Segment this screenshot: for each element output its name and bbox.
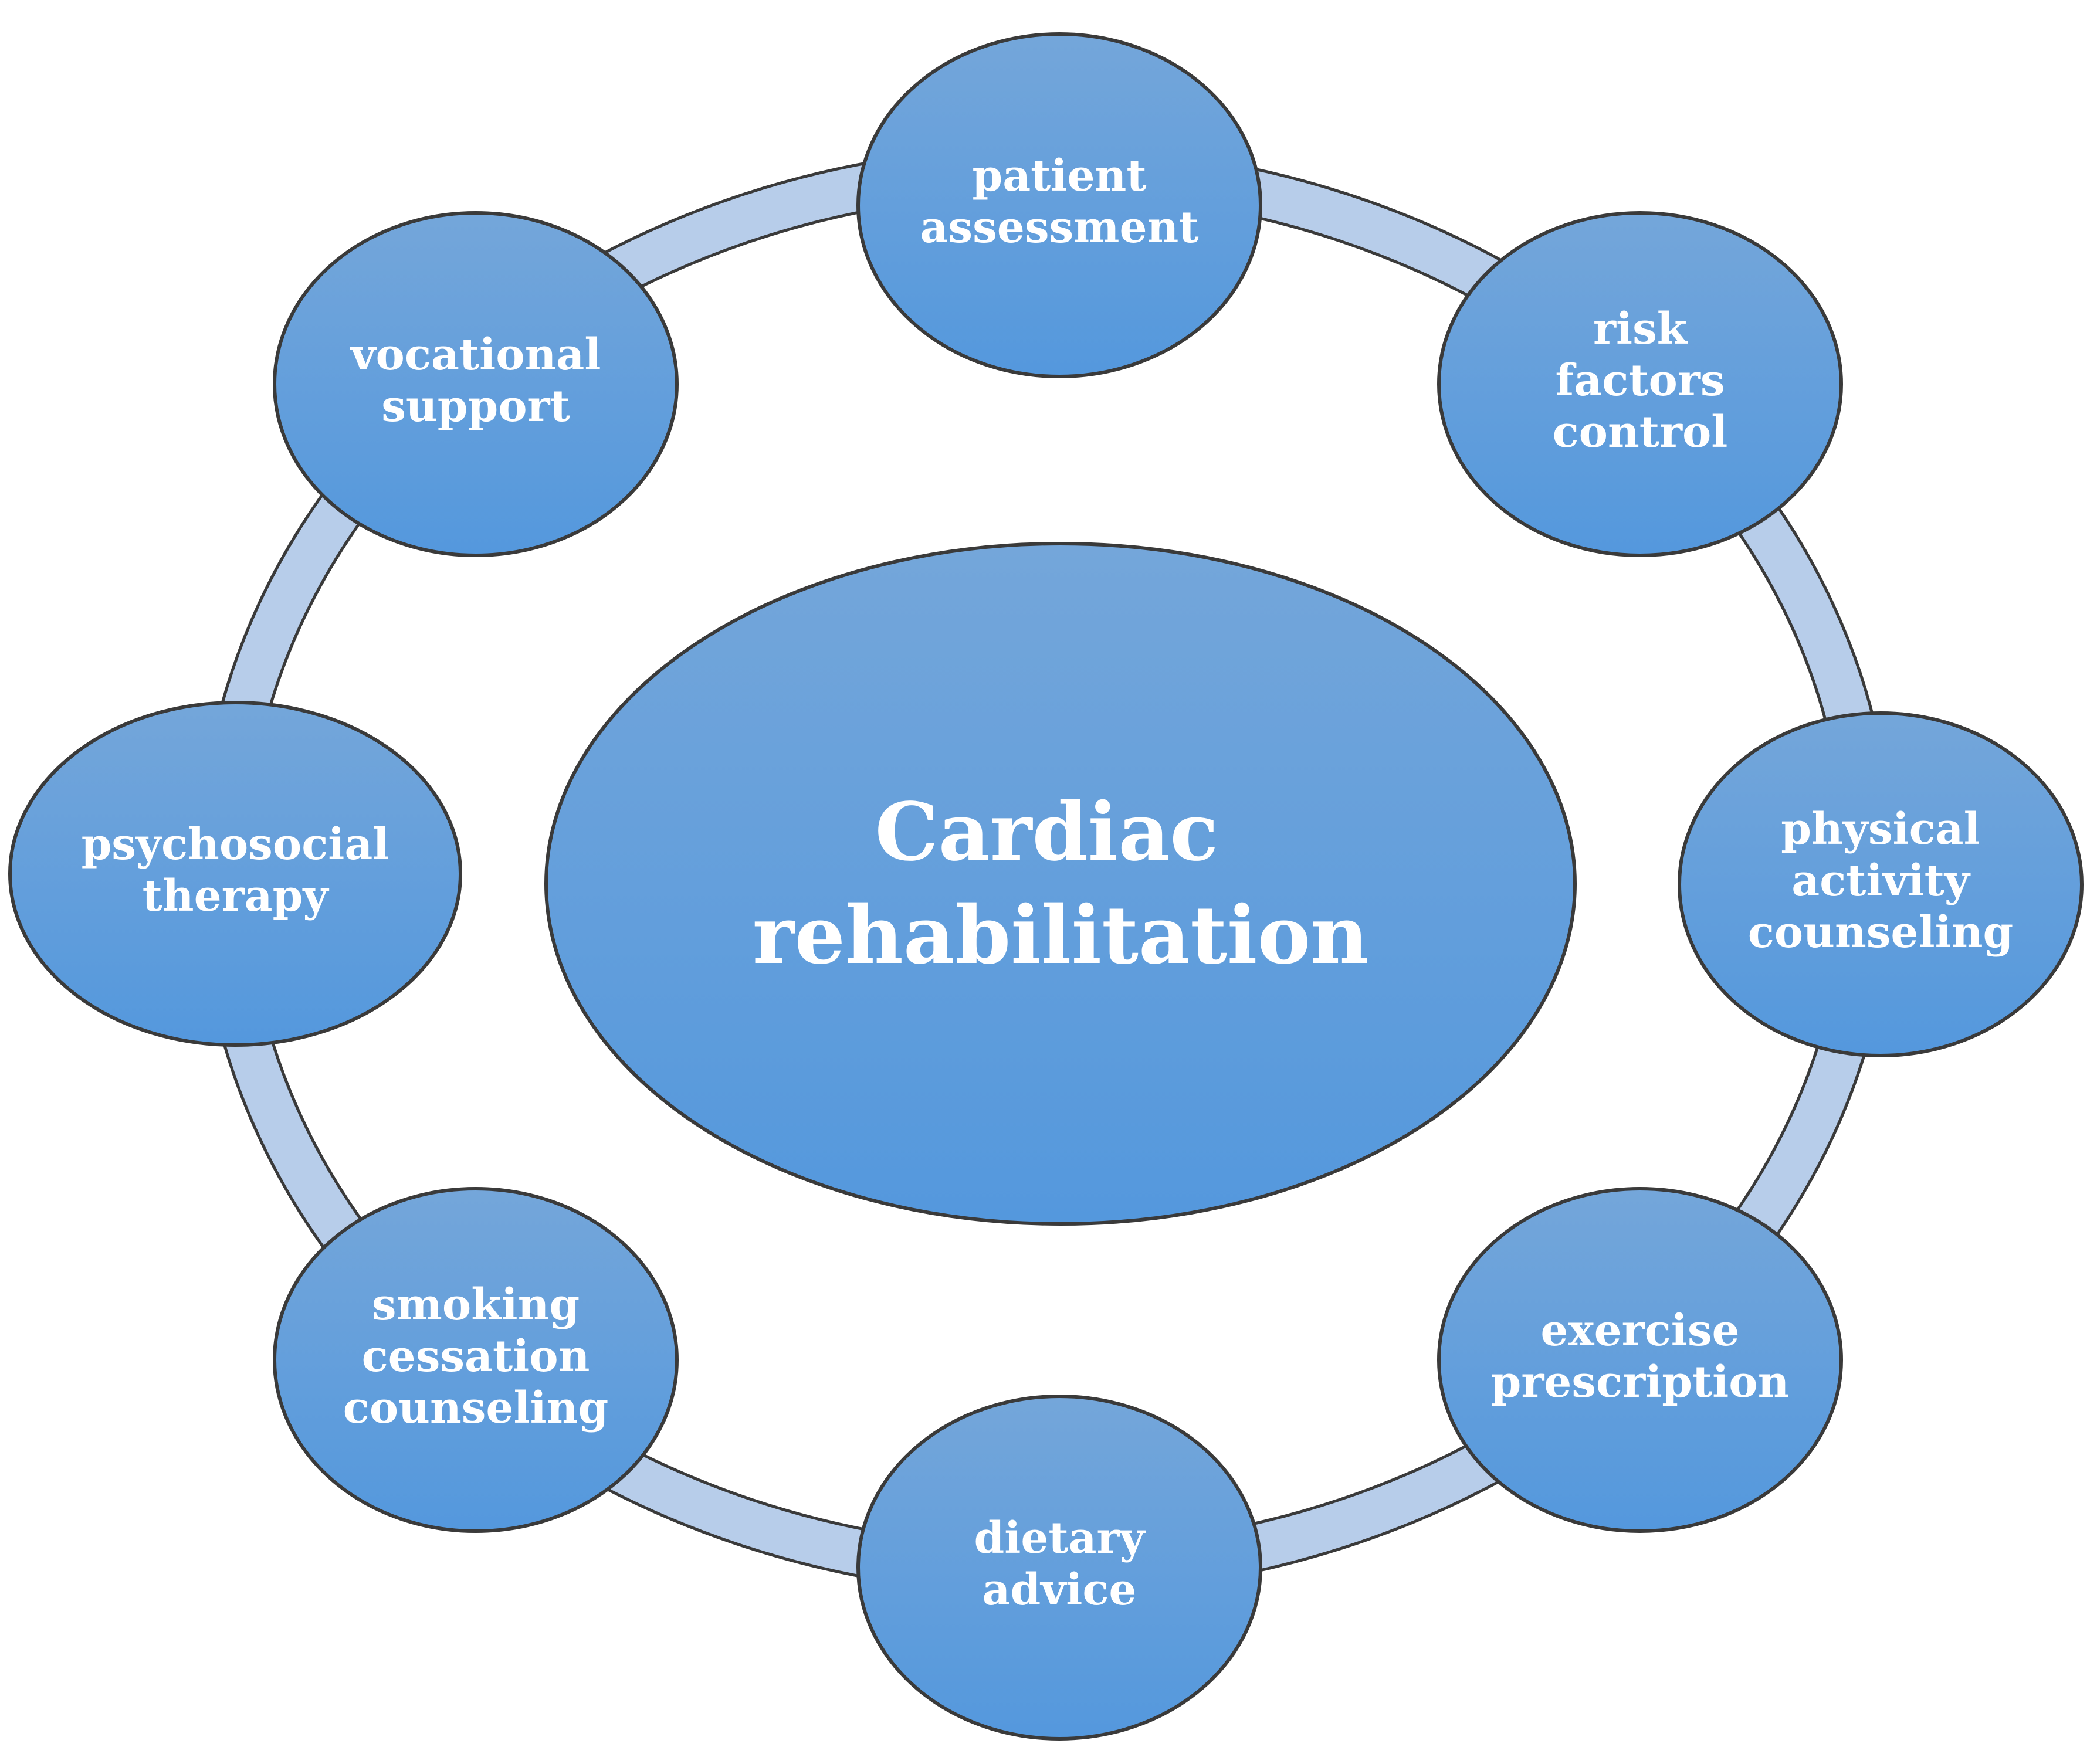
center-title-line-1: Cardiac	[875, 785, 1218, 879]
node-dietary-advice-line-2: advice	[983, 1565, 1137, 1615]
node-vocational-support-line-1: vocational	[350, 330, 601, 380]
node-psychosocial-therapy-line-1: psychosocial	[82, 819, 389, 870]
node-dietary-advice-line-1: dietary	[974, 1513, 1146, 1563]
node-exercise-prescription-line-1: exercise	[1540, 1305, 1739, 1356]
node-vocational-support-line-2: support	[381, 381, 570, 432]
node-smoking-cessation-counseling-ellipse	[273, 1187, 679, 1533]
node-risk-factors-control-ellipse	[1437, 211, 1843, 557]
node-psychosocial-therapy-line-2: therapy	[143, 871, 330, 921]
node-smoking-cessation-counseling-line-3: counseling	[343, 1383, 609, 1433]
node-dietary-advice-ellipse	[856, 1395, 1262, 1741]
node-risk-factors-control-line-2: factors	[1555, 355, 1725, 406]
center-node: Cardiac rehabilitation	[544, 542, 1577, 1226]
node-exercise-prescription-ellipse	[1437, 1187, 1843, 1533]
node-vocational-support-ellipse	[273, 211, 679, 557]
center-title-line-2: rehabilitation	[753, 888, 1368, 982]
node-patient-assessment-line-1: patient	[972, 151, 1146, 201]
node-risk-factors-control-line-1: risk	[1593, 304, 1688, 354]
node-risk-factors-control-line-3: control	[1553, 407, 1728, 457]
node-physical-activity-counseling-ellipse	[1678, 711, 2084, 1057]
node-patient-assessment-line-2: assessment	[920, 202, 1198, 253]
node-patient-assessment-ellipse	[856, 32, 1262, 378]
node-physical-activity-counseling-line-2: activity	[1791, 856, 1971, 906]
node-smoking-cessation-counseling-line-1: smoking	[372, 1280, 580, 1330]
node-smoking-cessation-counseling-line-2: cessation	[362, 1331, 590, 1382]
node-physical-activity-counseling-line-3: counseling	[1748, 907, 2014, 958]
node-physical-activity-counseling-line-1: physical	[1781, 804, 1980, 854]
center-ellipse	[544, 542, 1577, 1226]
center-title: Cardiac rehabilitation	[753, 785, 1368, 982]
node-psychosocial-therapy-ellipse	[8, 701, 462, 1047]
node-exercise-prescription-line-2: prescription	[1491, 1357, 1790, 1407]
